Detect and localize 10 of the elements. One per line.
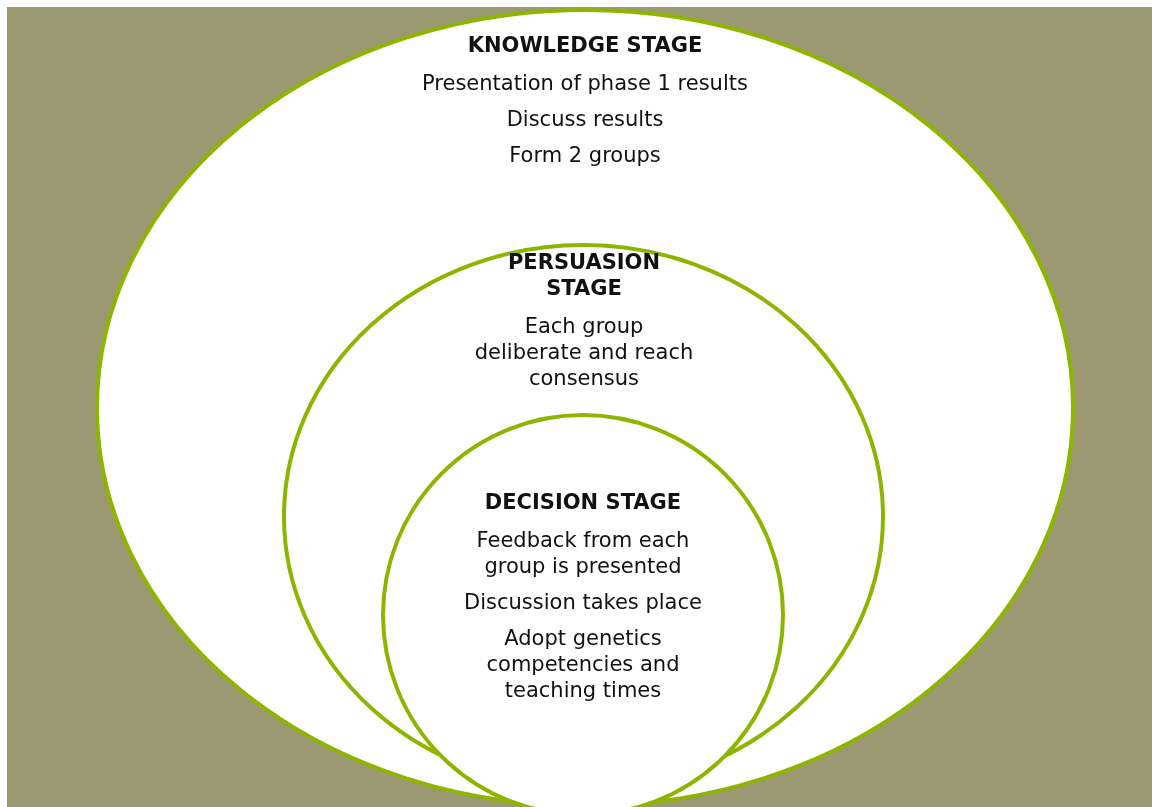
stage-text: Discuss results	[506, 106, 664, 132]
stage-text: Form 2 groups	[509, 142, 661, 168]
stage-text: Each group deliberate and reach consensus	[473, 313, 695, 391]
stage-heading: PERSUASION STAGE	[506, 249, 662, 301]
stage-text: Presentation of phase 1 results	[422, 70, 748, 96]
stage-heading: DECISION STAGE	[484, 489, 682, 515]
stage-text: Adopt genetics competencies and teaching times	[485, 625, 681, 703]
stage-text: Discussion takes place	[464, 589, 702, 615]
stage-text: Feedback from each group is presented	[475, 527, 691, 579]
stage-heading: KNOWLEDGE STAGE	[467, 32, 703, 58]
